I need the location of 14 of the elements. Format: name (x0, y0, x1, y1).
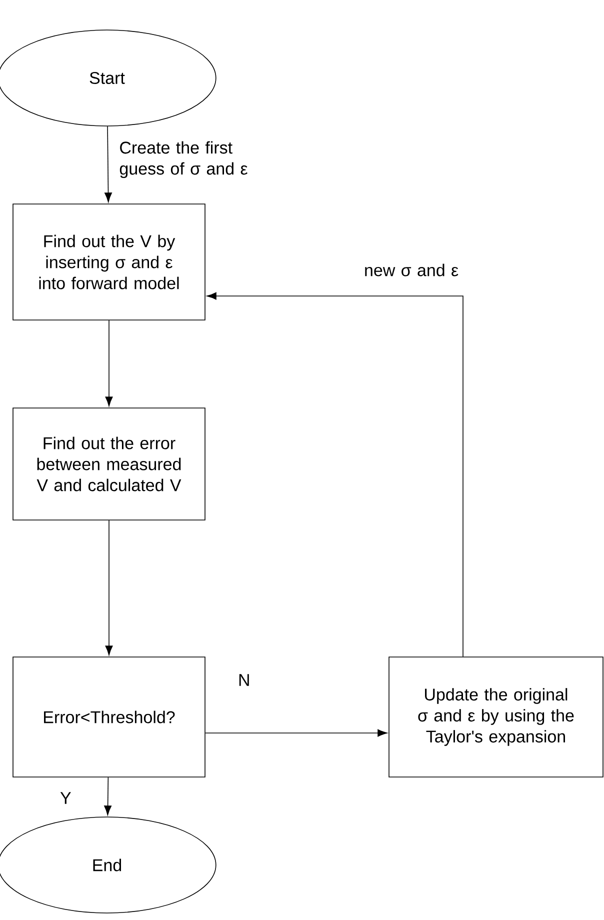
arrow (105, 520, 113, 656)
edge-label: new σ and ε (365, 264, 458, 276)
process-box: Find out the error between measured V and calculated V (12, 408, 206, 520)
process-box: Find out the V by inserting σ and ε into forward model (12, 204, 206, 320)
arrow (104, 126, 112, 202)
arrow (104, 777, 112, 816)
edge-label: Y (60, 792, 71, 804)
edge-label: N (239, 674, 249, 686)
edge-label: Create the first guess of σ and ε (120, 141, 248, 178)
decision-box: Error<Threshold? (12, 656, 206, 778)
arrow (105, 320, 113, 406)
arrow (205, 729, 388, 737)
arrow (206, 292, 464, 657)
process-box: Update the original σ and ε by using the Taylor's expansion (388, 656, 604, 778)
